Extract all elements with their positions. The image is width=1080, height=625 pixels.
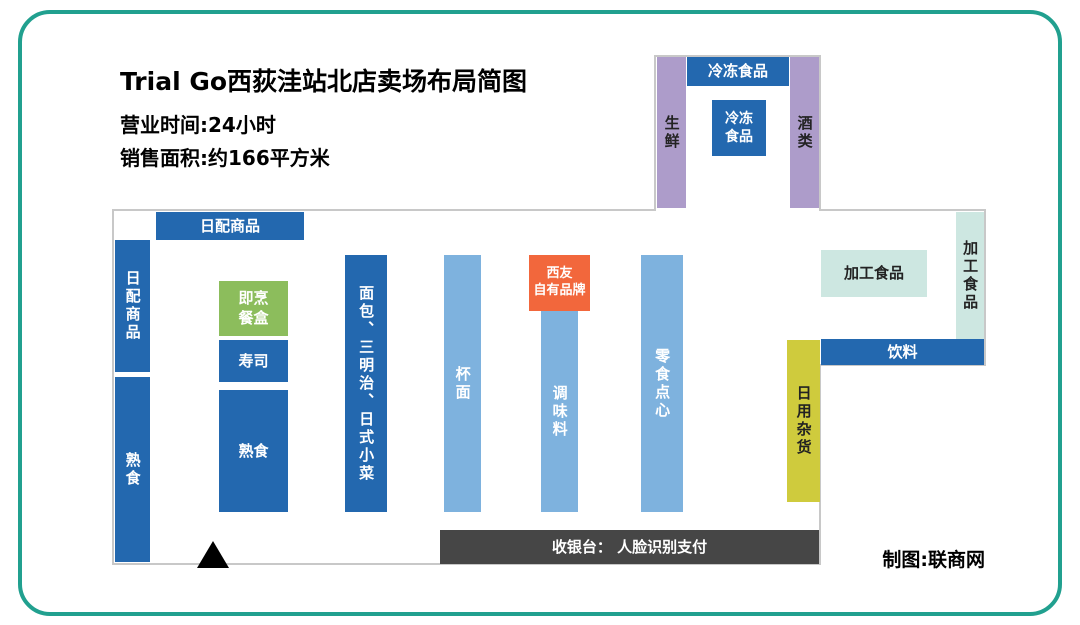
dept-fresh-food-label: 生鲜 <box>662 114 681 151</box>
dept-ready-to-cook-meals: 即烹 餐盒 <box>219 281 288 336</box>
dept-sushi-label: 寿司 <box>238 351 269 370</box>
dept-bread-sandwich-sidedish-label: 面包、三明治、日式小菜 <box>357 284 376 483</box>
dept-frozen-food-island-label: 冷冻 食品 <box>725 110 753 145</box>
dept-drinks-label: 饮料 <box>887 342 918 361</box>
cashier-counter: 收银台： 人脸识别支付 <box>440 530 819 564</box>
credit-text: 制图:联商网 <box>882 549 985 571</box>
dept-processed-food-right: 加工食品 <box>956 212 984 339</box>
dept-deli-left-label: 熟食 <box>123 451 142 488</box>
sales-area-text: 销售面积:约166平方米 <box>120 146 330 170</box>
dept-fresh-food: 生鲜 <box>657 57 686 208</box>
dept-processed-food-island: 加工食品 <box>821 250 927 297</box>
dept-deli-left: 熟食 <box>115 377 150 562</box>
dept-household-sundries-label: 日用杂货 <box>794 385 813 457</box>
dept-processed-food-island-label: 加工食品 <box>843 264 904 283</box>
dept-sushi: 寿司 <box>219 340 288 382</box>
dept-snacks: 零食点心 <box>641 255 683 512</box>
dept-cup-noodles: 杯面 <box>444 255 481 512</box>
rounded-border-frame <box>18 10 1062 616</box>
entrance-marker-triangle <box>197 541 229 568</box>
dept-liquor: 酒类 <box>790 57 819 208</box>
business-hours-text: 营业时间:24小时 <box>120 113 276 137</box>
page-title: Trial Go西荻洼站北店卖场布局简图 <box>120 67 528 96</box>
dept-daily-goods-top: 日配商品 <box>156 212 304 240</box>
dept-deli: 熟食 <box>219 390 288 512</box>
dept-daily-goods-left: 日配商品 <box>115 240 150 372</box>
dept-ready-to-cook-meals-label: 即烹 餐盒 <box>238 289 269 327</box>
dept-snacks-label: 零食点心 <box>653 347 672 420</box>
dept-drinks: 饮料 <box>821 339 984 365</box>
dept-daily-goods-top-label: 日配商品 <box>199 216 260 235</box>
dept-seiyu-private-brand: 西友 自有品牌 <box>529 255 590 311</box>
dept-deli-label: 熟食 <box>238 441 269 460</box>
dept-cup-noodles-label: 杯面 <box>453 365 472 402</box>
dept-daily-goods-left-label: 日配商品 <box>123 270 142 342</box>
cashier-counter-label: 收银台： 人脸识别支付 <box>551 537 708 556</box>
dept-household-sundries: 日用杂货 <box>787 340 820 502</box>
dept-frozen-food-island: 冷冻 食品 <box>712 100 766 156</box>
dept-frozen-food-top: 冷冻食品 <box>687 57 789 86</box>
dept-liquor-label: 酒类 <box>795 114 814 151</box>
dept-frozen-food-top-label: 冷冻食品 <box>707 62 768 81</box>
dept-seiyu-private-brand-label: 西友 自有品牌 <box>533 266 586 298</box>
dept-seasoning-label: 调味料 <box>550 384 569 439</box>
dept-processed-food-right-label: 加工食品 <box>961 239 980 312</box>
dept-seasoning: 调味料 <box>541 311 578 512</box>
dept-bread-sandwich-sidedish: 面包、三明治、日式小菜 <box>345 255 387 512</box>
